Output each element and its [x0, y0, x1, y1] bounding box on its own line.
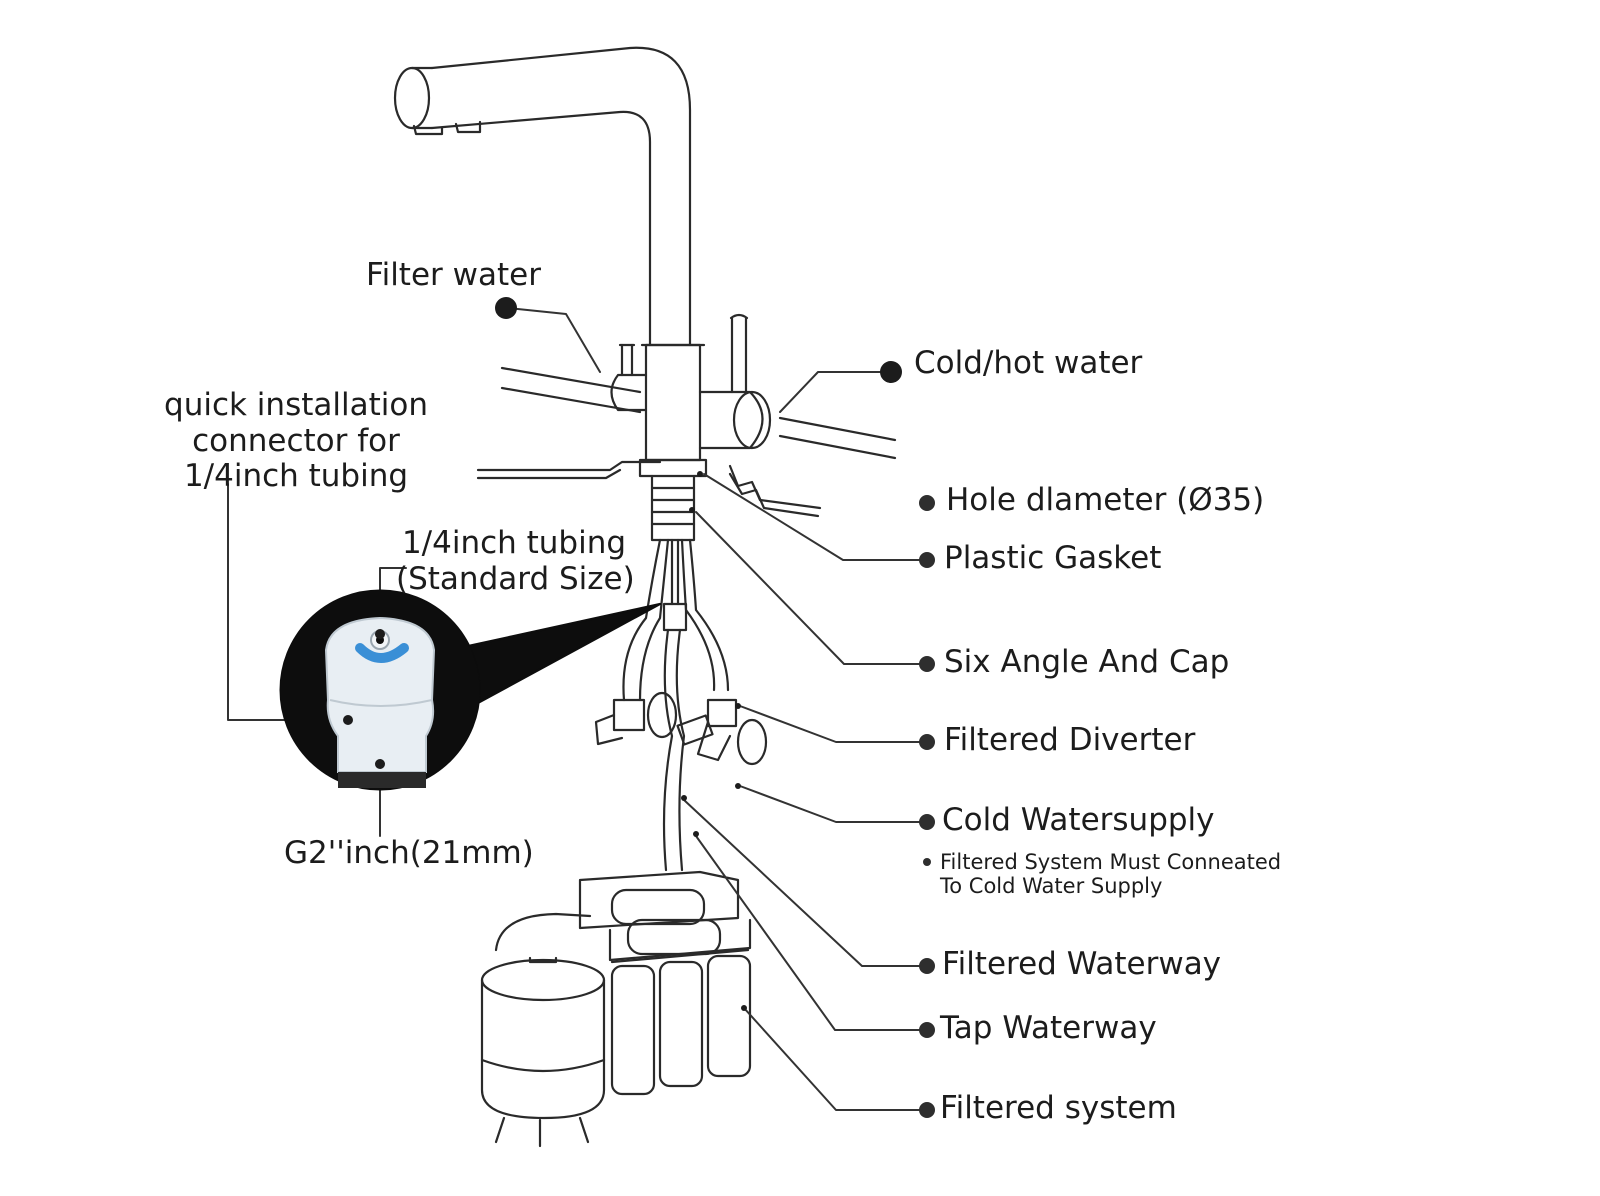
label-cold-hot-water: Cold/hot water	[914, 345, 1143, 381]
angle-valves	[594, 691, 768, 766]
label-filter-water: Filter water	[366, 257, 541, 293]
label-filtered-system: Filtered system	[940, 1090, 1177, 1126]
threaded-shank	[638, 458, 708, 542]
label-tap-waterway: Tap Waterway	[940, 1010, 1157, 1046]
label-g2-inch: G2''inch(21mm)	[284, 835, 534, 871]
leader-lines	[227, 307, 929, 1111]
countertop-lines	[476, 366, 897, 518]
label-filtered-waterway: Filtered Waterway	[942, 946, 1222, 982]
bullet-dots	[919, 495, 935, 1118]
label-cold-note: Filtered System Must Conneated To Cold W…	[940, 850, 1282, 899]
label-quick-connector: quick installation connector for 1/4inch…	[164, 387, 428, 495]
ro-filter-system	[480, 870, 752, 1148]
leader-dots	[343, 297, 902, 1011]
label-six-angle: Six Angle And Cap	[944, 644, 1230, 680]
connector-closeup	[279, 589, 481, 791]
label-cold-watersupply: Cold Watersupply	[942, 802, 1215, 838]
label-hole-diameter: Hole dlameter (Ø35)	[946, 482, 1265, 518]
supply-hoses	[622, 538, 730, 872]
label-filtered-diverter: Filtered Diverter	[944, 722, 1196, 758]
faucet-spout	[393, 46, 692, 347]
label-plastic-gasket: Plastic Gasket	[944, 540, 1162, 576]
label-tubing: 1/4inch tubing (Standard Size)	[396, 525, 635, 597]
